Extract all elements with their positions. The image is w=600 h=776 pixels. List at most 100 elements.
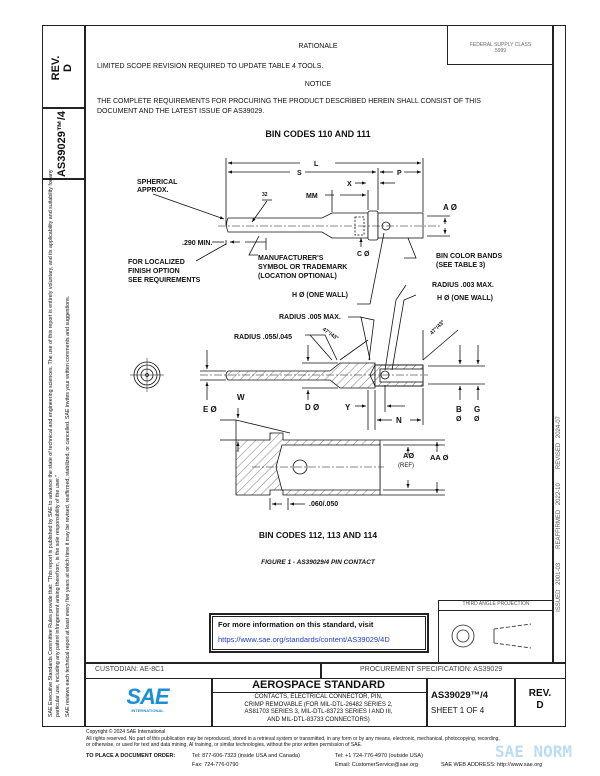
projection-label: THIRD ANGLE PROJECTION: [439, 601, 553, 611]
desc-line-3: AS81703 SERIES 3, MIL-DTL-83723 SERIES I…: [244, 709, 393, 716]
dim-A-ref: AØ: [403, 451, 414, 460]
radius-005-label: RADIUS .005 MAX.: [279, 314, 341, 321]
dim-X: X: [347, 181, 352, 188]
title-rev: REV. D: [514, 688, 566, 712]
notice-line-1: THE COMPLETE REQUIREMENTS FOR PROCURING …: [97, 98, 481, 105]
more-info-box: For more information on this standard, v…: [209, 613, 429, 653]
manufacturer-label-3: (LOCATION OPTIONAL): [258, 273, 337, 280]
left-column-divider: [84, 25, 86, 727]
h-wall-label-2: H Ø (ONE WALL): [437, 295, 493, 302]
standard-link[interactable]: https://www.sae.org/standards/content/AS…: [218, 635, 390, 644]
dim-D-dia: D Ø: [305, 403, 319, 412]
copyright: Copyright © 2024 SAE International: [86, 729, 166, 735]
dim-B-dia: Ø: [456, 416, 462, 423]
title-rev-value: D: [536, 700, 544, 711]
dim-C-dia: C Ø: [357, 251, 370, 258]
watermark: SAE NORM: [495, 742, 573, 761]
rationale-text: LIMITED SCOPE REVISION REQUIRED TO UPDAT…: [97, 63, 324, 70]
custodian: CUSTODIAN: AE-8C1: [95, 666, 165, 673]
h-wall-label: H Ø (ONE WALL): [292, 292, 348, 299]
dim-L: L: [314, 161, 319, 168]
web-address[interactable]: SAE WEB ADDRESS: http://www.sae.org: [441, 762, 543, 768]
sae-logo: SAE INTERNATIONAL: [84, 684, 211, 714]
rights-line-1: All rights reserved. No part of this pub…: [86, 735, 500, 742]
spherical-label-1: SPHERICAL: [137, 179, 178, 186]
desc-line-2: CRIMP REMOVABLE (FOR MIL-DTL-26482 SERIE…: [244, 701, 393, 708]
desc-line-1: CONTACTS, ELECTRICAL CONNECTOR, PIN,: [254, 694, 383, 700]
tel-inside: Tel: 877-606-7323 (inside USA and Canada…: [192, 753, 300, 759]
notice-line-2: DOCUMENT AND THE LATEST ISSUE OF AS39029…: [97, 108, 265, 115]
localized-label-2: FINISH OPTION: [128, 268, 180, 275]
title-underline: [211, 692, 426, 693]
title-block-divider-2: [426, 678, 428, 727]
footer: Copyright © 2024 SAE International All r…: [86, 729, 500, 749]
rev-box-divider: [42, 107, 84, 109]
angle-label-2: 47°/43°: [429, 319, 446, 336]
sae-logo-text: SAE: [126, 684, 169, 709]
angle-label-1: 47°/43°: [321, 327, 339, 342]
dim-A-dia: A Ø: [443, 203, 457, 212]
sae-logo-sub: INTERNATIONAL: [131, 708, 164, 713]
enlarged-section-view: [220, 408, 445, 510]
dim-E-dia: E Ø: [203, 405, 217, 414]
pin-section-view: [200, 284, 485, 430]
email[interactable]: Email: CustomerService@sae.org: [335, 762, 418, 768]
fsc-box: FEDERAL SUPPLY CLASS 5999: [447, 25, 553, 65]
localized-label-1: FOR LOCALIZED: [128, 259, 185, 266]
dim-AA-dia: AA Ø: [430, 453, 449, 462]
manufacturer-label-2: SYMBOL OR TRADEMARK: [258, 264, 347, 271]
bands-label-2: (SEE TABLE 3): [436, 262, 485, 269]
procurement-spec: PROCUREMENT SPECIFICATION: AS39029: [360, 666, 503, 673]
custodian-row-divider: [320, 662, 322, 678]
dim-G: G: [474, 405, 480, 414]
radius-003-label: RADIUS .003 MAX.: [432, 282, 494, 289]
rights-line-2: or otherwise, or used for text and data …: [86, 742, 363, 748]
drawing-title-top: BIN CODES 110 AND 111: [265, 129, 371, 139]
localized-label-3: SEE REQUIREMENTS: [128, 277, 201, 284]
title-block-divider-1: [211, 678, 213, 727]
dim-A-ref-note: (REF): [398, 463, 414, 469]
notice-title: NOTICE: [304, 81, 332, 88]
dim-B: B: [456, 405, 462, 414]
projection-box: THIRD ANGLE PROJECTION: [438, 600, 553, 662]
standard-title: AEROSPACE STANDARD: [252, 679, 385, 691]
doc-number: AS39029™/4: [431, 690, 489, 701]
third-angle-projection-icon: [451, 623, 532, 649]
manufacturer-label-1: MANUFACTURER'S: [258, 255, 324, 262]
right-strip-divider: [552, 25, 554, 662]
sheet-number: SHEET 1 OF 4: [431, 706, 485, 715]
dim-G-dia: Ø: [474, 416, 480, 423]
radius-055-label: RADIUS .055/.045: [234, 334, 292, 341]
docnum-box-divider: [42, 178, 84, 180]
bands-label-1: BIN COLOR BANDS: [436, 253, 502, 260]
dim-MM: MM: [306, 193, 318, 200]
desc-line-4: AND MIL-DTL-83733 CONNECTORS): [267, 716, 370, 723]
fax: Fax: 724-776-0790: [192, 762, 239, 768]
more-info-text: For more information on this standard, v…: [218, 620, 374, 629]
fsc-value: 5999: [494, 48, 507, 54]
tel-outside: Tel: +1 724-776-4970 (outside USA): [335, 753, 423, 759]
dim-W: W: [237, 393, 245, 402]
dim-Y: Y: [345, 403, 351, 412]
pin-end-view: [130, 358, 164, 392]
fsc-label: FEDERAL SUPPLY CLASS: [469, 42, 532, 48]
dim-060-050: .060/.050: [309, 501, 338, 508]
standard-description: CONTACTS, ELECTRICAL CONNECTOR, PIN, CRI…: [211, 694, 426, 724]
pin-side-view: [152, 158, 450, 305]
dim-290-min: .290 MIN.: [182, 240, 212, 247]
dim-N: N: [396, 416, 402, 425]
dim-P: P: [397, 170, 402, 177]
surface-finish: 32: [262, 192, 268, 198]
title-rev-label: REV.: [528, 688, 552, 699]
spherical-label-2: APPROX.: [137, 187, 169, 194]
custodian-row-top: [84, 662, 566, 664]
rationale-title: RATIONALE: [298, 43, 338, 50]
title-block: [84, 678, 566, 727]
figure-caption: FIGURE 1 - AS39029/4 PIN CONTACT: [261, 559, 375, 566]
title-block-divider-3: [514, 678, 516, 727]
dim-S: S: [297, 170, 302, 177]
drawing-title-bottom: BIN CODES 112, 113 AND 114: [258, 530, 378, 540]
order-label: TO PLACE A DOCUMENT ORDER:: [86, 753, 176, 759]
